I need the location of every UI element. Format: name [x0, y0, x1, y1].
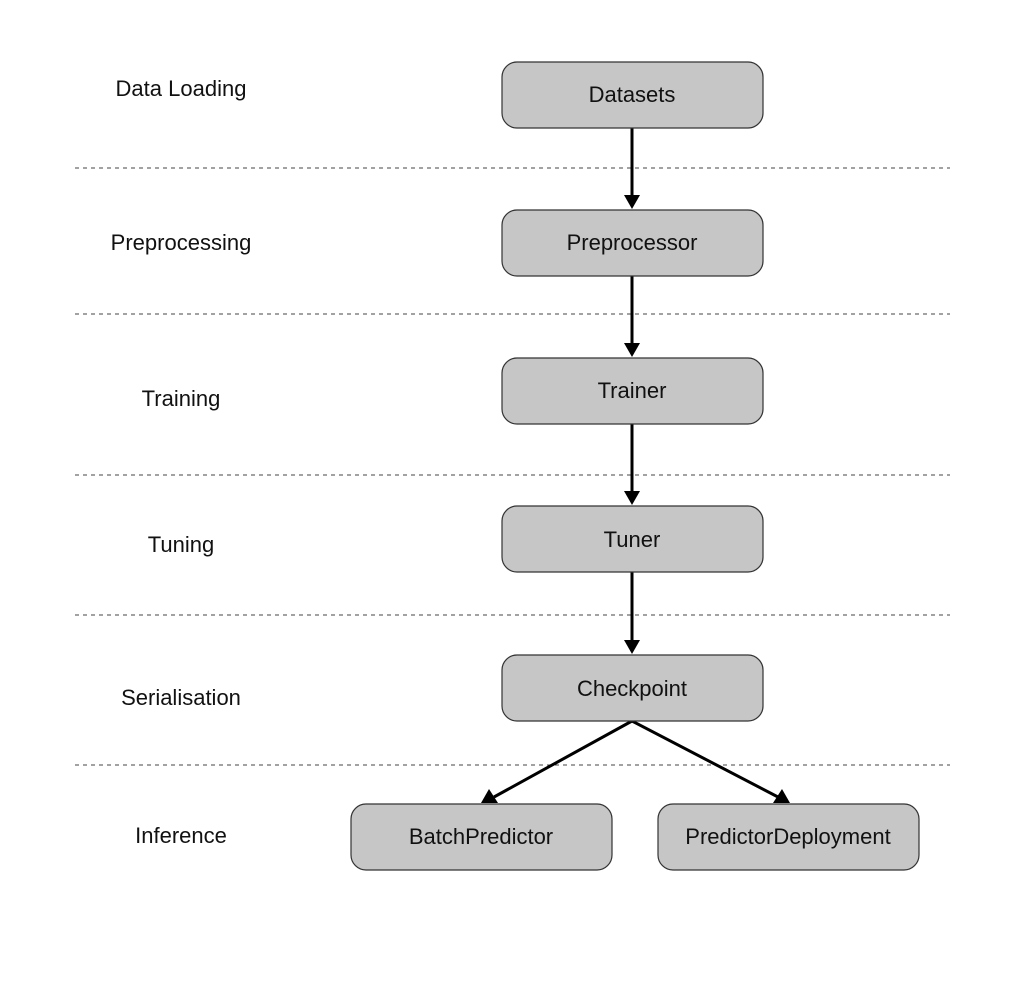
node-preprocessor-label: Preprocessor [567, 230, 698, 255]
stage-label-training: Training [142, 386, 221, 411]
stage-label-tuning: Tuning [148, 532, 214, 557]
node-tuner-label: Tuner [604, 527, 661, 552]
node-batch-predictor[interactable]: BatchPredictor [350, 803, 613, 871]
node-tuner[interactable]: Tuner [501, 505, 764, 573]
arrowhead-tuner [624, 491, 640, 505]
arrowhead-predictor-deployment [773, 789, 790, 803]
stage-label-data-loading: Data Loading [116, 76, 247, 101]
edge-checkpoint-batch-predictor [493, 719, 633, 799]
node-preprocessor-box [501, 209, 764, 277]
arrowhead-batch-predictor [481, 789, 498, 803]
node-predictor-deployment-box [657, 803, 920, 871]
arrowhead-preprocessor [624, 195, 640, 209]
node-predictor-deployment-label: PredictorDeployment [685, 824, 890, 849]
stage-dividers [75, 167, 950, 766]
stage-label-preprocessing: Preprocessing [111, 230, 252, 255]
node-datasets-box [501, 61, 764, 129]
stage-label-serialisation: Serialisation [121, 685, 241, 710]
edge-checkpoint-predictor-deployment [631, 719, 779, 799]
stage-label-inference: Inference [135, 823, 227, 848]
arrowhead-trainer [624, 343, 640, 357]
node-datasets-label: Datasets [589, 82, 676, 107]
node-preprocessor[interactable]: Preprocessor [501, 209, 764, 277]
node-trainer-box [501, 357, 764, 425]
node-trainer-label: Trainer [598, 378, 667, 403]
node-checkpoint-box [501, 654, 764, 722]
node-checkpoint-label: Checkpoint [577, 676, 687, 701]
node-datasets[interactable]: Datasets [501, 61, 764, 129]
node-checkpoint[interactable]: Checkpoint [501, 654, 764, 722]
stage-labels: Data Loading Preprocessing Training Tuni… [111, 76, 252, 848]
node-batch-predictor-label: BatchPredictor [409, 824, 553, 849]
node-tuner-box [501, 505, 764, 573]
edges [481, 128, 790, 803]
node-predictor-deployment[interactable]: PredictorDeployment [657, 803, 920, 871]
arrowhead-checkpoint [624, 640, 640, 654]
node-batch-predictor-box [350, 803, 613, 871]
node-trainer[interactable]: Trainer [501, 357, 764, 425]
